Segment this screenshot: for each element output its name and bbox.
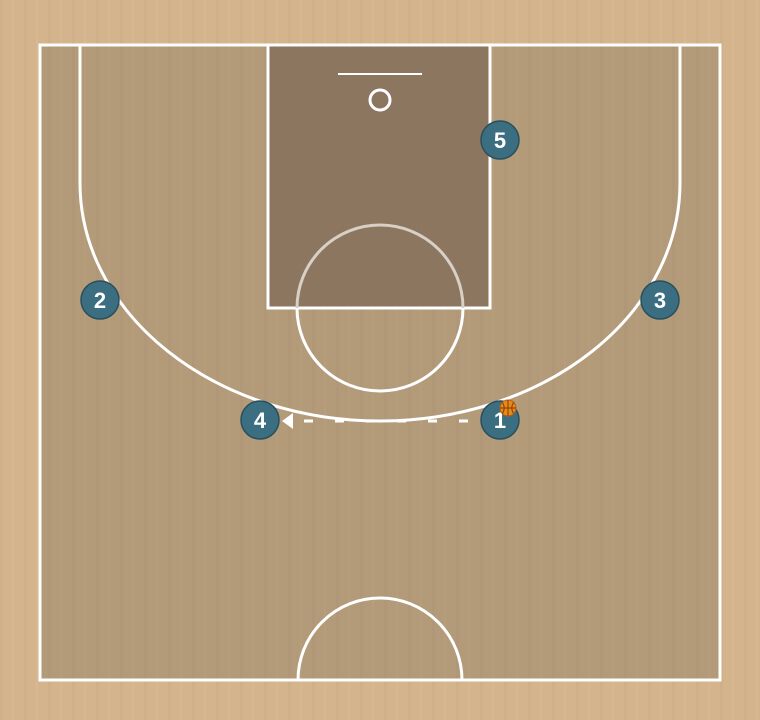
player-3[interactable]: 3 bbox=[640, 280, 680, 320]
basketball-icon bbox=[499, 399, 517, 417]
lane-lines bbox=[266, 43, 492, 310]
free-throw-circle-top bbox=[295, 223, 465, 309]
player-5-label: 5 bbox=[494, 128, 506, 153]
paint-area bbox=[268, 45, 490, 308]
arrowhead-icon bbox=[282, 413, 293, 429]
player-2[interactable]: 2 bbox=[80, 280, 120, 320]
rim bbox=[368, 88, 392, 112]
player-4-marker bbox=[240, 400, 280, 440]
free-throw-circle-bottom bbox=[295, 307, 465, 393]
player-3-label: 3 bbox=[654, 288, 666, 313]
player-5[interactable]: 5 bbox=[480, 120, 520, 160]
player-4[interactable]: 4 bbox=[240, 400, 280, 440]
player-4-label: 4 bbox=[254, 408, 267, 433]
center-circle bbox=[296, 596, 464, 681]
player-2-label: 2 bbox=[94, 288, 106, 313]
player-2-marker bbox=[80, 280, 120, 320]
player-3-marker bbox=[640, 280, 680, 320]
player-5-marker bbox=[480, 120, 520, 160]
